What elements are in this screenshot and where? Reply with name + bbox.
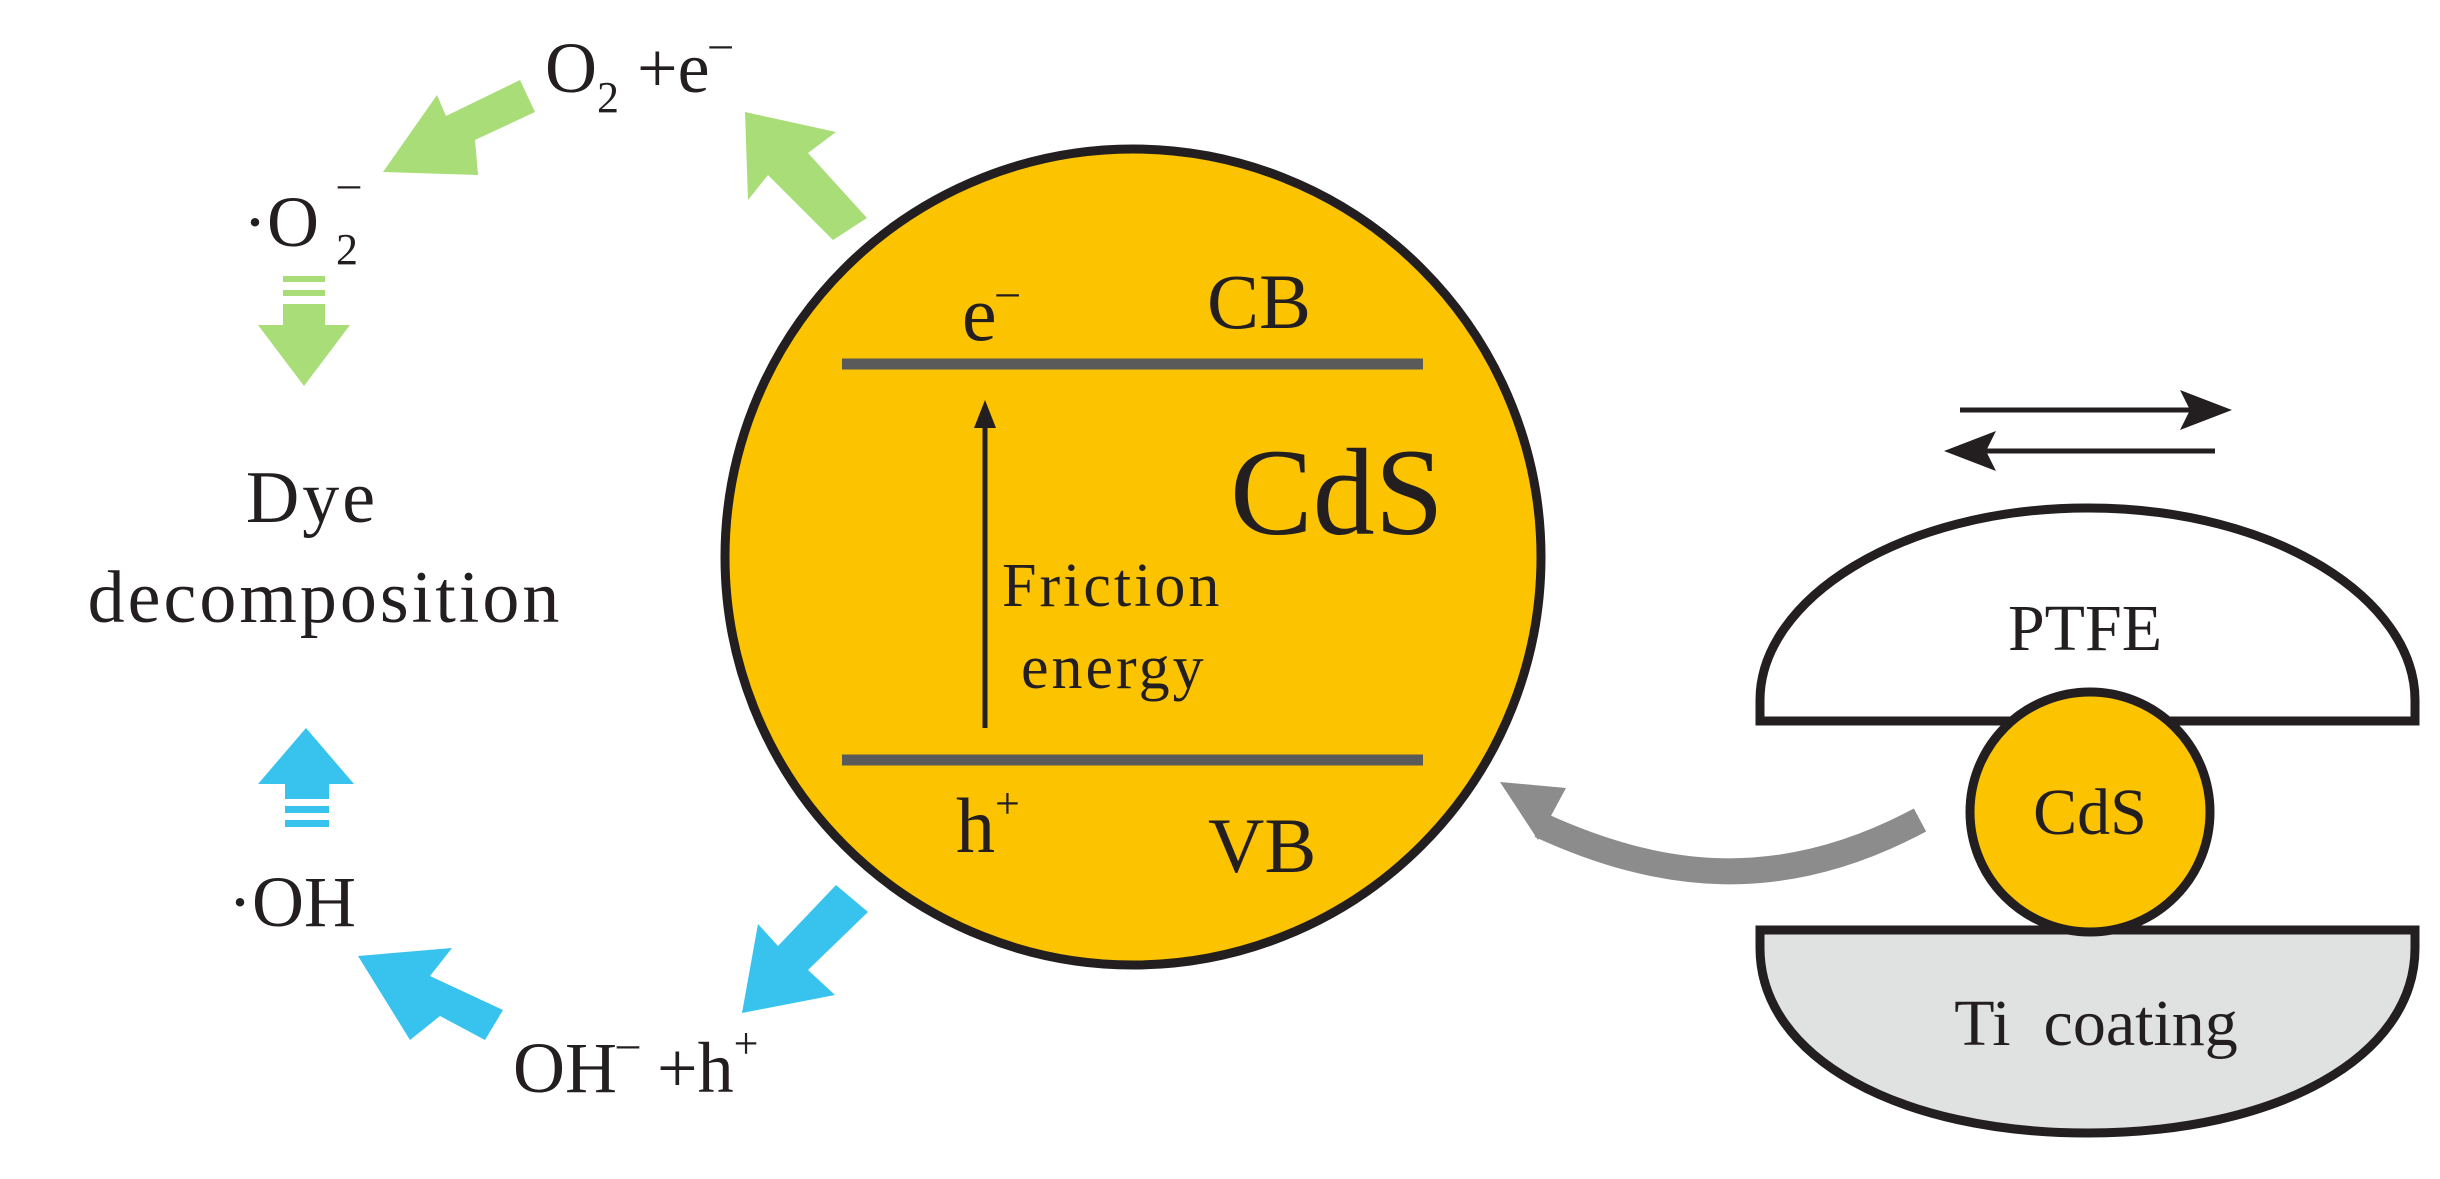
small-cds-label: CdS: [2033, 776, 2147, 849]
blue-arrow-oh-to-hydroxyl: [358, 948, 503, 1040]
dye-label: Dye: [246, 457, 378, 539]
cb-label: CB: [1207, 258, 1311, 345]
cds-particle: e– CB CdS Friction energy h+ VB: [720, 144, 1546, 970]
decomposition-label: decomposition: [88, 557, 563, 639]
hole-label: h+: [956, 779, 1020, 869]
sliding-motion-arrows: [1944, 390, 2232, 471]
cds-label: CdS: [1230, 424, 1444, 561]
zoom-arrow: [1500, 782, 1927, 885]
green-arrow-superoxide-to-dye: [258, 276, 350, 386]
small-cds-particle: [1965, 687, 2215, 937]
ti-coating-dome: [1755, 925, 2420, 1138]
blue-arrow-particle-to-oh: [742, 885, 868, 1013]
vb-label: VB: [1208, 802, 1316, 889]
energy-label: energy: [1021, 634, 1207, 702]
friction-label: Friction: [1002, 552, 1222, 620]
blue-arrow-hydroxyl-to-dye: [258, 728, 354, 827]
green-arrow-o2-to-superoxide: [383, 80, 535, 175]
electron-label: e–: [962, 267, 1020, 357]
oxidation-pathway: ·OH OH– +h+: [228, 728, 868, 1108]
excitation-arrow-head: [974, 400, 996, 428]
oh-hole-label: OH– +h+: [513, 1019, 758, 1108]
tribo-pair: PTFE Ti coating CdS: [1755, 390, 2420, 1138]
ti-coating-label: Ti coating: [1954, 987, 2238, 1060]
green-arrow-particle-to-o2: [745, 112, 867, 240]
hydroxyl-label: ·OH: [228, 862, 356, 942]
superoxide-label: ·O–2: [243, 159, 361, 274]
reduction-pathway: O2 +e– ·O–2: [243, 19, 867, 386]
ptfe-label: PTFE: [2008, 592, 2162, 665]
ptfe-dome: [1755, 503, 2420, 726]
o2-electron-label: O2 +e–: [545, 19, 733, 122]
